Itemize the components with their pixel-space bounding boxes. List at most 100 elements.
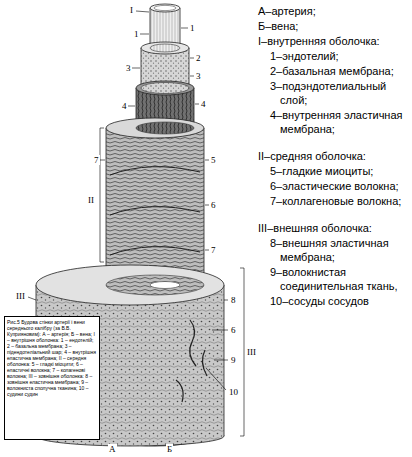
callout-slot: 10 xyxy=(228,387,239,397)
callout-number: 4 xyxy=(200,99,207,109)
callout-number: II xyxy=(87,195,95,205)
legend-text: 3–подэндотелиальный слой; xyxy=(270,79,409,107)
callout-slot: I xyxy=(129,5,134,15)
callout-slot: 4 xyxy=(200,99,207,109)
layer-bracket xyxy=(240,268,244,436)
leader-line xyxy=(214,360,228,361)
legend-slot: III–внешняя оболочка: xyxy=(258,221,409,235)
layer-cut-face xyxy=(106,118,204,138)
callout-number: 6 xyxy=(230,325,237,335)
leader-line xyxy=(128,106,135,107)
callout-slot: III xyxy=(246,347,257,357)
callout-slot: 9 xyxy=(230,355,237,365)
leader-line xyxy=(190,76,194,77)
legend-text: 5–гладкие миоциты; xyxy=(270,164,409,178)
legend-text: 1–эндотелий; xyxy=(270,49,409,63)
layer-cut-face xyxy=(136,81,194,95)
leader-line xyxy=(28,297,36,300)
layer-bracket xyxy=(100,128,104,262)
figure-caption: Рис.5 Будова стінки артерії і вени серед… xyxy=(5,317,99,399)
inner-ring xyxy=(106,275,204,295)
callout-number: 3 xyxy=(125,63,132,73)
callout-number: А xyxy=(108,444,117,454)
leader-line xyxy=(140,34,149,35)
legend-text: 2–базальная мембрана; xyxy=(270,64,409,78)
callout-slot: 7 xyxy=(210,245,217,255)
leader-line xyxy=(205,205,209,206)
legend-text: 7–коллагеновые волокна; xyxy=(270,194,409,208)
legend-slot: 9–волокнистая соединительная ткань, xyxy=(270,265,409,293)
callout-number: 4 xyxy=(121,101,128,111)
callout-number: I xyxy=(129,5,134,15)
callout-slot: А xyxy=(108,444,117,454)
legend-slot: 3–подэндотелиальный слой; xyxy=(270,79,409,107)
legend-text: А–артерия; xyxy=(258,4,409,18)
callout-number: III xyxy=(246,347,257,357)
callout-slot: 6 xyxy=(210,200,217,210)
layer-edge xyxy=(224,285,225,436)
legend-text: Б–вена; xyxy=(258,19,409,33)
callout-slot: 8 xyxy=(230,295,237,305)
callout-slot: 4 xyxy=(121,101,128,111)
legend-slot: 4–внутренняя эластичная мембрана; xyxy=(270,108,409,136)
legend-text: III–внешняя оболочка: xyxy=(258,221,409,235)
callout-number: 7 xyxy=(93,155,100,165)
legend-slot: 8–внешняя эластичная мембрана; xyxy=(270,236,409,264)
caption-box: Рис.5 Будова стінки артерії і вени серед… xyxy=(4,316,100,440)
layer-cut-face xyxy=(36,265,224,305)
callout-number: 5 xyxy=(210,155,217,165)
legend-text: 9–волокнистая соединительная ткань, xyxy=(270,265,409,293)
callout-slot: 7 xyxy=(93,155,100,165)
legend-slot: 5–гладкие миоциты; xyxy=(270,164,409,178)
callout-number: 3 xyxy=(195,71,202,81)
callout-number: 1 xyxy=(133,29,140,39)
callout-number: Б xyxy=(166,444,173,454)
callout-slot: II xyxy=(87,195,95,205)
leader-line xyxy=(181,28,188,29)
leader-line xyxy=(132,68,140,69)
callout-slot: Б xyxy=(166,444,173,454)
inner-ring xyxy=(150,44,180,52)
legend-slot: А–артерия; xyxy=(258,4,409,18)
callout-number: 8 xyxy=(230,295,237,305)
legend-text: 4–внутренняя эластичная мембрана; xyxy=(270,108,409,136)
callout-slot: 2 xyxy=(195,53,202,63)
legend-slot: I–внутренняя оболочка: xyxy=(258,34,409,48)
callout-slot: 3 xyxy=(125,63,132,73)
leader-line xyxy=(206,368,226,390)
callout-number: 10 xyxy=(228,387,239,397)
layer-cut-face xyxy=(141,42,189,54)
callout-slot: 5 xyxy=(210,155,217,165)
legend-slot: II–средняя оболочка: xyxy=(258,149,409,163)
legend-text: I–внутренняя оболочка: xyxy=(258,34,409,48)
vessel-lumen xyxy=(154,5,176,10)
legend-slot: 7–коллагеновые волокна; xyxy=(270,194,409,208)
inner-ring xyxy=(141,83,189,94)
callout-number: 9 xyxy=(230,355,237,365)
leader-line xyxy=(195,104,199,105)
legend-slot: 2–базальная мембрана; xyxy=(270,64,409,78)
callout-number: 2 xyxy=(195,53,202,63)
leader-line xyxy=(190,58,194,59)
elastic-fiber xyxy=(110,167,200,255)
layer-cut-face xyxy=(150,4,180,12)
legend-slot: 10–сосуды сосудов xyxy=(270,294,409,308)
callout-slot: 3 xyxy=(195,71,202,81)
legend-text: II–средняя оболочка: xyxy=(258,149,409,163)
leader-line xyxy=(136,11,149,12)
callout-number: 6 xyxy=(210,200,217,210)
legend-slot: Б–вена; xyxy=(258,19,409,33)
leader-line xyxy=(205,160,209,161)
callout-slot: 1 xyxy=(189,23,196,33)
leader-line xyxy=(205,250,209,251)
inner-ring xyxy=(136,122,194,134)
leader-line xyxy=(100,160,105,161)
leader-line xyxy=(212,330,228,331)
legend-text: 8–внешняя эластичная мембрана; xyxy=(270,236,409,264)
callout-slot: 6 xyxy=(230,325,237,335)
vessel-lumen xyxy=(150,282,180,289)
legend-text: 6–эластические волокна; xyxy=(270,179,409,193)
vasa-vasorum xyxy=(176,320,207,402)
callout-number: 1 xyxy=(189,23,196,33)
callout-number: III xyxy=(15,291,26,301)
